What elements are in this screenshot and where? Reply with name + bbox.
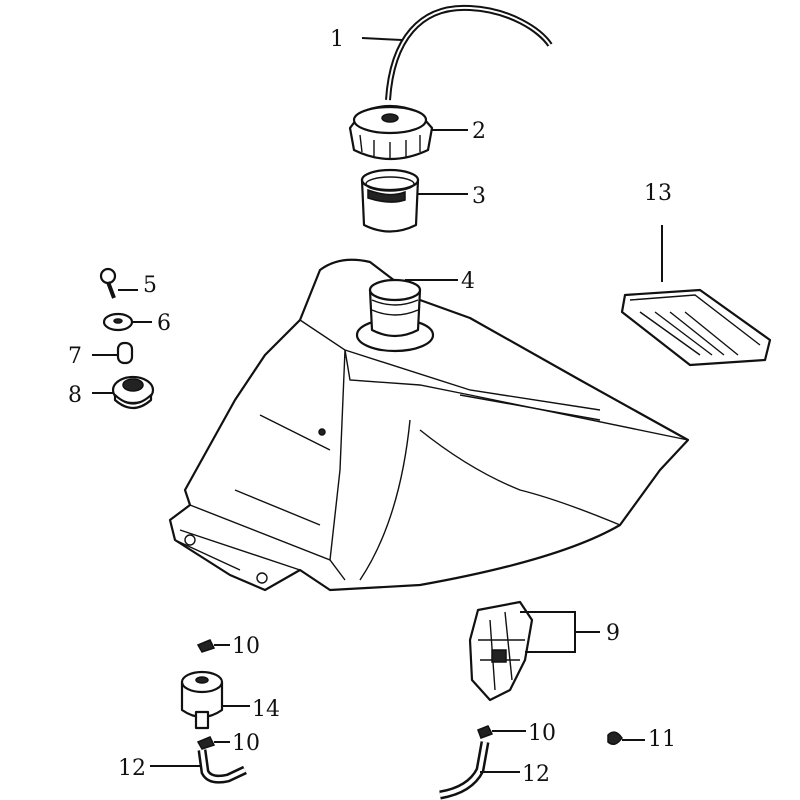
callout-4: 4 [461,269,475,294]
callout-13: 13 [644,181,672,206]
part-5-bolt [99,267,138,299]
callout-8: 8 [68,383,82,408]
callout-9: 9 [606,621,620,646]
part-14-fuel-filter [180,670,250,730]
callout-10-bottom: 10 [232,731,260,756]
part-4-fuel-tank [168,258,690,592]
part-3-strainer [360,168,468,233]
callout-1: 1 [330,27,344,52]
callout-11: 11 [648,727,676,752]
callout-2: 2 [472,119,486,144]
part-12-hose-right [439,741,520,800]
part-12-hose-left [150,749,247,784]
part-9-fuel-valve [468,600,600,702]
part-8-grommet [92,375,155,410]
callout-14: 14 [252,697,280,722]
callout-12-right: 12 [522,762,550,787]
callout-3: 3 [472,184,486,209]
callout-10-right: 10 [528,721,556,746]
callout-10-top: 10 [232,634,260,659]
callout-5: 5 [143,273,157,298]
part-10-clamp-bottom [196,736,230,750]
part-6-washer [102,312,152,332]
part-1-breather-hose [361,4,553,101]
callout-6: 6 [157,311,171,336]
part-2-fuel-cap [348,104,468,160]
part-13-bracket [620,225,772,367]
callout-7: 7 [68,344,82,369]
part-10-clamp-top [196,639,230,653]
part-7-collar [92,341,134,365]
callout-12-left: 12 [118,756,146,781]
part-11-clip [607,731,645,745]
part-10-clamp-right [477,725,526,739]
